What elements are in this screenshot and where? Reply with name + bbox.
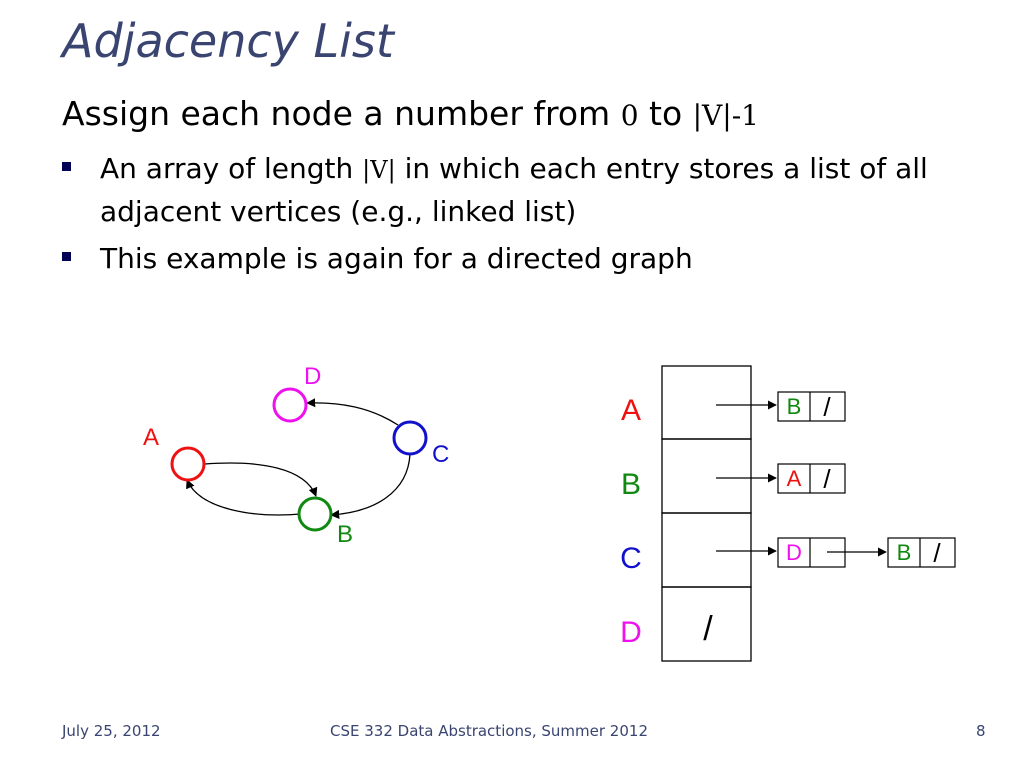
subtitle-zero: 0 <box>620 99 639 132</box>
list-node-a-1-label: B <box>787 394 802 419</box>
list-node-c-1-label: D <box>786 540 802 565</box>
array-cell-a <box>661 365 752 440</box>
bullet-marker <box>62 162 71 171</box>
array-null-marker: / <box>703 610 713 648</box>
bullet-1-text-end: in which each entry stores a list of all… <box>100 152 928 228</box>
array-label-c: C <box>620 542 642 575</box>
array-cell-d <box>661 586 752 662</box>
graph-node-c <box>392 420 428 456</box>
list-node-c-2 <box>887 537 956 568</box>
bullet-1-text: An array of length |V| in which each ent… <box>100 148 982 233</box>
subtitle-text-mid: to <box>638 94 693 133</box>
graph-label-a: A <box>143 424 159 451</box>
bullet-marker <box>62 252 71 261</box>
footer-course: CSE 332 Data Abstractions, Summer 2012 <box>330 722 648 740</box>
graph-node-d <box>272 387 308 423</box>
bullet-1-text-start: An array of length <box>100 152 363 185</box>
edge-c-to-b <box>330 453 411 519</box>
edge-c-to-d <box>306 398 399 426</box>
footer-page-number: 8 <box>976 722 986 740</box>
array-label-a: A <box>621 394 641 427</box>
array-label-b: B <box>621 468 641 501</box>
list-node-b-1-null: / <box>823 464 831 494</box>
list-node-a-1 <box>777 391 846 422</box>
bullet-2-text: This example is again for a directed gra… <box>100 242 693 275</box>
list-node-b-1 <box>777 463 846 494</box>
bullet-1-math: |V| <box>362 156 396 184</box>
edge-b-to-a <box>186 479 302 516</box>
bullet-2: This example is again for a directed gra… <box>62 238 982 280</box>
list-node-a-1-null: / <box>823 392 831 422</box>
graph-node-b <box>297 496 333 532</box>
array-label-d: D <box>620 616 642 649</box>
graph-label-c: C <box>432 441 449 468</box>
list-node-c-2-null: / <box>933 538 941 568</box>
subtitle-range: |V|-1 <box>692 99 759 132</box>
list-node-c-2-label: B <box>897 540 912 565</box>
slide-title: Adjacency List <box>62 14 394 68</box>
slide-subtitle: Assign each node a number from 0 to |V|-… <box>62 94 759 133</box>
graph-label-d: D <box>304 363 321 390</box>
graph-label-b: B <box>337 521 353 548</box>
bullet-1: An array of length |V| in which each ent… <box>62 148 982 233</box>
graph-node-a <box>170 446 206 482</box>
array-cell-b <box>661 438 752 514</box>
subtitle-text-start: Assign each node a number from <box>62 94 621 133</box>
footer-date: July 25, 2012 <box>62 722 161 740</box>
list-node-b-1-label: A <box>787 466 802 491</box>
array-cell-c <box>661 512 752 588</box>
edge-a-to-b <box>204 462 318 497</box>
adjacency-array <box>661 365 752 662</box>
